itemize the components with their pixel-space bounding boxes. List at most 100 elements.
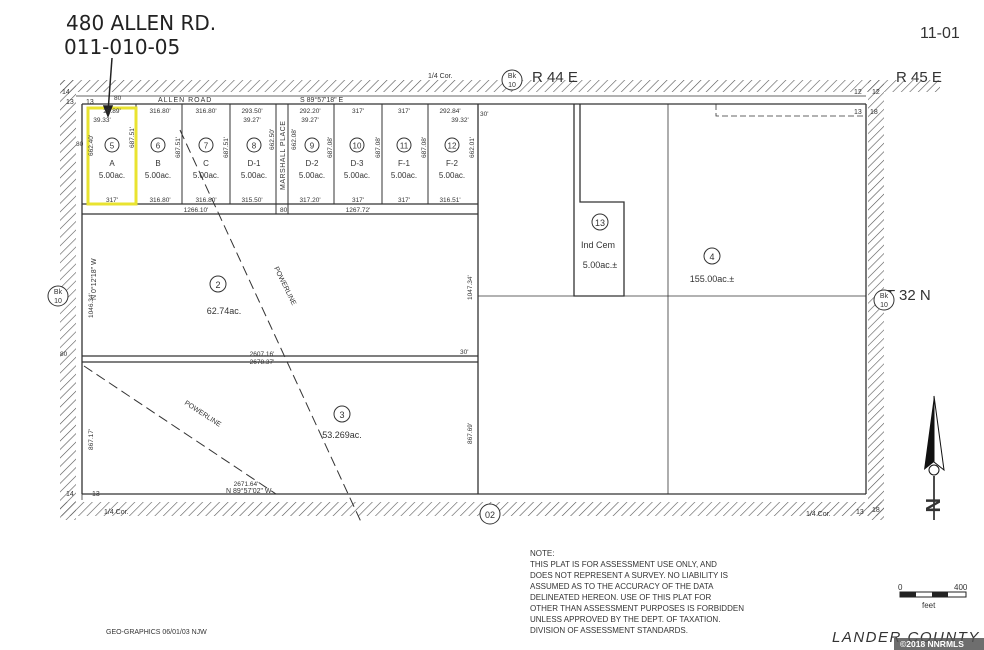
svg-text:N: N <box>921 498 943 512</box>
parcel-7[interactable]: 7C 5.00ac. <box>193 137 219 180</box>
svg-text:317': 317' <box>352 197 364 204</box>
svg-text:DELINEATED HEREON. USE OF THI: DELINEATED HEREON. USE OF THIS PLAT FOR <box>530 593 711 602</box>
book-ref-top: Bk 10 <box>501 69 523 91</box>
svg-text:400: 400 <box>954 583 968 592</box>
parcel-area: 5.00ac. <box>344 171 370 180</box>
svg-text:80': 80' <box>280 207 288 214</box>
svg-text:292.20': 292.20' <box>299 108 320 115</box>
powerline-label-1: POWERLINE <box>272 266 297 307</box>
parcel-10[interactable]: 10D-35.00ac. <box>344 137 370 180</box>
svg-text:662.08': 662.08' <box>291 129 298 150</box>
svg-text:687.51': 687.51' <box>175 137 182 158</box>
corner-label-bottom-right: 1/4 Cor. <box>806 511 831 518</box>
parcel-letter: D-3 <box>351 159 364 168</box>
svg-text:Bk: Bk <box>54 289 63 296</box>
parcel-9[interactable]: 9D-25.00ac. <box>299 137 325 180</box>
svg-text:867.69': 867.69' <box>467 423 474 444</box>
parcel-row: 5A5.00ac.6B5.00ac.7C5.00ac.8D-15.00ac.9D… <box>99 137 465 180</box>
svg-text:687.08': 687.08' <box>375 137 382 158</box>
book-ref-right: Bk 10 <box>873 289 895 311</box>
parcel-letter: A <box>109 159 115 168</box>
parcel-13[interactable]: 13 Ind Cem 5.00ac.± <box>581 213 618 270</box>
svg-text:292.84': 292.84' <box>439 108 460 115</box>
svg-text:13: 13 <box>595 218 605 228</box>
svg-text:Bk: Bk <box>508 73 517 80</box>
note-block: NOTE: THIS PLAT IS FOR ASSESSMENT USE ON… <box>530 549 744 635</box>
section-marker: 02 <box>479 503 501 525</box>
parcel-6[interactable]: 6B5.00ac. <box>145 137 171 180</box>
parcel-letter: C <box>203 159 209 168</box>
svg-text:Ind Cem: Ind Cem <box>581 240 615 250</box>
svg-text:662.01': 662.01' <box>469 137 476 158</box>
svg-text:10: 10 <box>508 82 516 89</box>
svg-text:2671.64': 2671.64' <box>234 481 259 488</box>
svg-text:317': 317' <box>106 197 118 204</box>
svg-text:687.51': 687.51' <box>129 127 136 148</box>
parcel-5[interactable]: 5A 5.00ac. <box>99 137 125 180</box>
parcel-12[interactable]: 12F-25.00ac. <box>439 137 465 180</box>
parcel-letter: F-2 <box>446 159 459 168</box>
parcel-8[interactable]: 8D-15.00ac. <box>241 137 267 180</box>
corner-label-bottom-left: 1/4 Cor. <box>104 509 129 516</box>
svg-text:13: 13 <box>66 99 74 106</box>
parcel-area: 5.00ac. <box>391 171 417 180</box>
hatch-bottom <box>60 502 884 516</box>
svg-text:316.80': 316.80' <box>149 197 170 204</box>
section-numbers: 14 13 13 12 12 13 18 14 13 13 18 <box>62 89 880 516</box>
svg-text:687.51': 687.51' <box>223 137 230 158</box>
svg-text:316.80': 316.80' <box>195 197 216 204</box>
svg-text:OTHER THAN ASSESSMENT PURPOSES: OTHER THAN ASSESSMENT PURPOSES IS FORBID… <box>530 604 744 613</box>
parcel-number-circle <box>396 137 412 153</box>
book-ref-left: Bk 10 <box>47 285 69 307</box>
svg-text:317': 317' <box>352 108 364 115</box>
dimension-labels: 26.89' 316.80' 316.80' 293.50' 292.20' 3… <box>60 95 488 488</box>
parcel-number: 5 <box>110 142 115 151</box>
svg-text:1266.10': 1266.10' <box>184 207 209 214</box>
watermark: ©2018 NNRMLS <box>900 639 964 649</box>
svg-text:39.33': 39.33' <box>93 117 111 124</box>
township-label: T 32 N <box>886 287 931 304</box>
handwritten-address: 480 ALLEN RD. <box>66 11 216 35</box>
parcel-4[interactable]: 4 155.00ac.± <box>690 247 735 284</box>
svg-text:14: 14 <box>66 491 74 498</box>
parcel-number-circle <box>150 137 166 153</box>
parcel-number-circle <box>304 137 320 153</box>
parcel-letter: B <box>155 159 160 168</box>
scale-bar: 0 400 feet <box>898 583 968 610</box>
svg-text:5.00ac.±: 5.00ac.± <box>583 260 618 270</box>
svg-text:316.51': 316.51' <box>439 197 460 204</box>
svg-text:80: 80 <box>60 351 68 358</box>
handwritten-parcel-id: 011-010-05 <box>64 35 180 59</box>
svg-text:3: 3 <box>339 410 344 420</box>
parcel-number-circle <box>246 137 262 153</box>
svg-text:13: 13 <box>854 109 862 116</box>
parcel-2[interactable]: 2 62.74ac. <box>207 275 242 316</box>
range-west: R 44 E <box>532 69 578 86</box>
bearing-west: N 0°12'18" W <box>90 258 98 300</box>
parcel-letter: F-1 <box>398 159 411 168</box>
parcel-number-circle <box>444 137 460 153</box>
parcel-area: 5.00ac. <box>99 171 125 180</box>
parcel-number: 8 <box>252 142 257 151</box>
parcel-3[interactable]: 3 53.269ac. <box>322 405 362 440</box>
parcel-11[interactable]: 11F-15.00ac. <box>391 137 417 180</box>
svg-text:THIS PLAT IS FOR ASSESSMENT US: THIS PLAT IS FOR ASSESSMENT USE ONLY, AN… <box>530 560 717 569</box>
parcel-number: 7 <box>204 142 209 151</box>
svg-text:10: 10 <box>54 298 62 305</box>
parcel-letter: D-1 <box>248 159 261 168</box>
svg-text:687.08': 687.08' <box>327 137 334 158</box>
svg-text:30': 30' <box>480 111 488 118</box>
svg-text:12: 12 <box>854 89 862 96</box>
svg-text:18: 18 <box>870 109 878 116</box>
boundary-lines <box>76 95 867 500</box>
svg-text:26.89': 26.89' <box>103 108 121 115</box>
svg-text:UNLESS APPROVED BY THE DEPT. O: UNLESS APPROVED BY THE DEPT. OF TAXATION… <box>530 615 720 624</box>
svg-text:662.40': 662.40' <box>88 135 95 156</box>
parcel-area: 5.00ac. <box>299 171 325 180</box>
parcel-area: 5.00ac. <box>193 171 219 180</box>
parcel-number: 6 <box>156 142 161 151</box>
svg-text:53.269ac.: 53.269ac. <box>322 430 362 440</box>
svg-text:02: 02 <box>485 510 495 520</box>
svg-text:14: 14 <box>62 89 70 96</box>
